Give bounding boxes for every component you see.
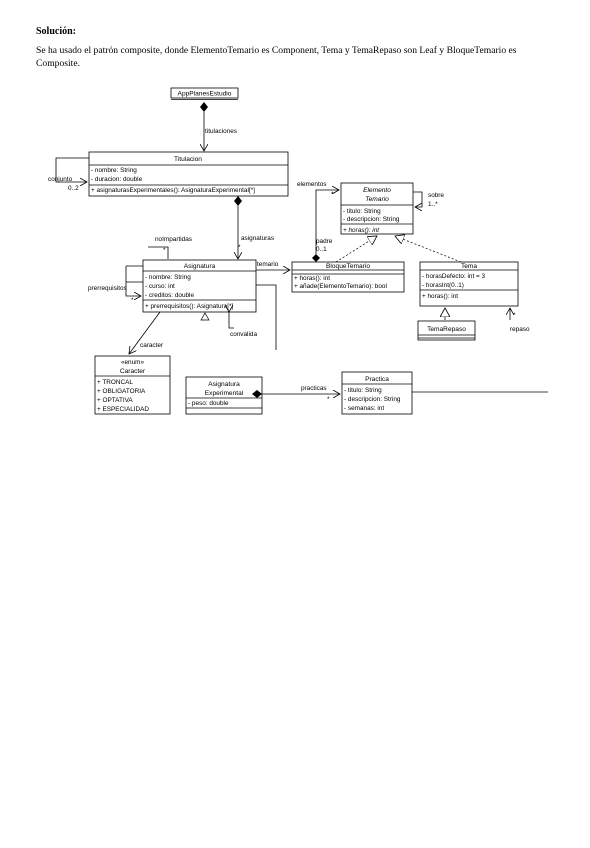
practica-name: Practica xyxy=(365,376,389,383)
assoc-asignaturas: asignaturas * xyxy=(234,196,274,259)
label-mult-padre: 0..1 xyxy=(316,246,327,253)
solution-heading: Solución: xyxy=(36,26,77,37)
assoc-caracter: caracter xyxy=(129,311,164,354)
label-asignaturas-mult: * xyxy=(238,244,241,251)
assoc-elementos: elementos * padre 0..1 xyxy=(297,181,339,262)
label-elementos: elementos xyxy=(297,181,327,188)
titulacion-attr-1: - nombre: String xyxy=(91,167,137,174)
generalization-bloque xyxy=(335,236,377,263)
tema-attr-2: - horasInt(0..1) xyxy=(422,282,464,289)
practica-attr-3: - semanas: int xyxy=(344,405,384,412)
caracter-stereotype: «enum» xyxy=(121,359,145,366)
label-convalida: convalida xyxy=(230,331,257,338)
titulacion-attr-2: - duracion: double xyxy=(91,176,143,183)
class-bloque-temario: BloqueTemario + horas(): int + añade(Ele… xyxy=(291,261,405,293)
asigexp-name-1: Asignatura xyxy=(208,381,240,388)
label-asignaturas: asignaturas xyxy=(241,235,274,242)
caracter-value-1: + TRONCAL xyxy=(97,379,133,386)
asignatura-attr-1: - nombre: String xyxy=(145,274,191,281)
label-sobre: sobre xyxy=(428,192,444,199)
label-caracter: caracter xyxy=(140,342,164,349)
elemento-op-1: + horas(): int xyxy=(343,227,379,234)
generalization-tema xyxy=(395,236,462,263)
titulacion-op-1: + asignaturasExperimentales(): Asignatur… xyxy=(91,187,255,194)
assoc-practicas: practicas * xyxy=(252,385,340,403)
assoc-titulaciones: titulaciones xyxy=(200,102,237,151)
caracter-value-3: + OPTATIVA xyxy=(97,397,133,404)
label-elementos-mult: * xyxy=(331,191,334,198)
label-padre: padre xyxy=(316,238,333,245)
bloque-op-2: + añade(ElementoTemario): bool xyxy=(294,283,387,290)
class-asignatura-experimental: Asignatura Experimental - peso: double xyxy=(185,376,263,415)
tema-op-1: + horas(): int xyxy=(422,293,458,300)
class-titulacion: Titulacion - nombre: String - duracion: … xyxy=(88,151,289,197)
caracter-name: Caracter xyxy=(120,368,146,375)
elemento-name-2: Temario xyxy=(365,196,389,203)
class-app-planes-estudio: AppPlanesEstudio xyxy=(170,87,239,100)
practica-attr-1: - titulo: String xyxy=(344,387,382,394)
bloque-op-1: + horas(): int xyxy=(294,275,330,282)
elemento-attr-2: - descripcion: String xyxy=(343,216,400,223)
assoc-no-impartidas: noImpartidas * xyxy=(148,236,192,259)
label-prerrequisitos-mult: * xyxy=(131,297,134,304)
label-repaso: repaso xyxy=(510,326,530,333)
asignatura-attr-3: - creditos: double xyxy=(145,292,194,299)
bloque-name: BloqueTemario xyxy=(326,263,370,270)
asigexp-attr-1: - peso: double xyxy=(188,400,229,407)
label-no-impartidas-mult: * xyxy=(163,247,166,254)
asigexp-name-2: Experimental xyxy=(205,390,244,397)
caracter-value-2: + OBLIGATORIA xyxy=(97,388,146,395)
solution-intro: Se ha usado el patrón composite, donde E… xyxy=(36,45,517,69)
label-conjunto: conjunto xyxy=(48,176,73,183)
label-repaso-mult: * xyxy=(513,312,516,319)
app-name: AppPlanesEstudio xyxy=(178,91,232,98)
practica-attr-2: - descripcion: String xyxy=(344,396,401,403)
assoc-temario: temario xyxy=(256,261,290,270)
assoc-repaso: repaso * xyxy=(510,308,530,333)
asignatura-op-1: + prerrequisitos(): Asignatura[*] xyxy=(145,303,233,310)
label-prerrequisitos: prerrequisitos xyxy=(88,285,127,292)
caracter-value-4: + ESPECIALIDAD xyxy=(97,406,149,413)
class-caracter: «enum» Caracter + TRONCAL + OBLIGATORIA … xyxy=(94,355,171,415)
elemento-name-1: Elemento xyxy=(363,187,391,194)
assoc-conjunto: conjunto 0..2 xyxy=(48,157,89,192)
asignatura-name: Asignatura xyxy=(184,263,216,270)
label-temario: temario xyxy=(257,261,279,268)
class-tema: Tema - horasDefecto: int = 3 - horasInt(… xyxy=(419,261,519,307)
asignatura-attr-2: - curso: int xyxy=(145,283,175,290)
titulacion-name: Titulacion xyxy=(174,156,202,163)
class-elemento-temario: Elemento Temario - titulo: String - desc… xyxy=(340,182,414,235)
temarepaso-name: TemaRepaso xyxy=(427,326,466,333)
label-titulaciones: titulaciones xyxy=(205,128,237,135)
assoc-prerrequisitos: prerrequisitos * xyxy=(88,265,143,304)
tema-name: Tema xyxy=(461,263,477,270)
elemento-attr-1: - titulo: String xyxy=(343,208,381,215)
label-no-impartidas: noImpartidas xyxy=(155,236,192,243)
class-tema-repaso: TemaRepaso xyxy=(417,320,476,341)
label-mult-02: 0..2 xyxy=(68,185,79,192)
tema-attr-1: - horasDefecto: int = 3 xyxy=(422,273,485,280)
label-mult-sobre: 1..* xyxy=(428,201,438,208)
class-asignatura: Asignatura - nombre: String - curso: int… xyxy=(142,259,257,313)
assoc-sobre: sobre 1..* xyxy=(413,191,444,208)
label-practicas: practicas xyxy=(301,385,327,392)
label-practicas-mult: * xyxy=(327,396,330,403)
class-practica: Practica - titulo: String - descripcion:… xyxy=(341,371,413,415)
assoc-convalida: convalida xyxy=(200,284,277,350)
